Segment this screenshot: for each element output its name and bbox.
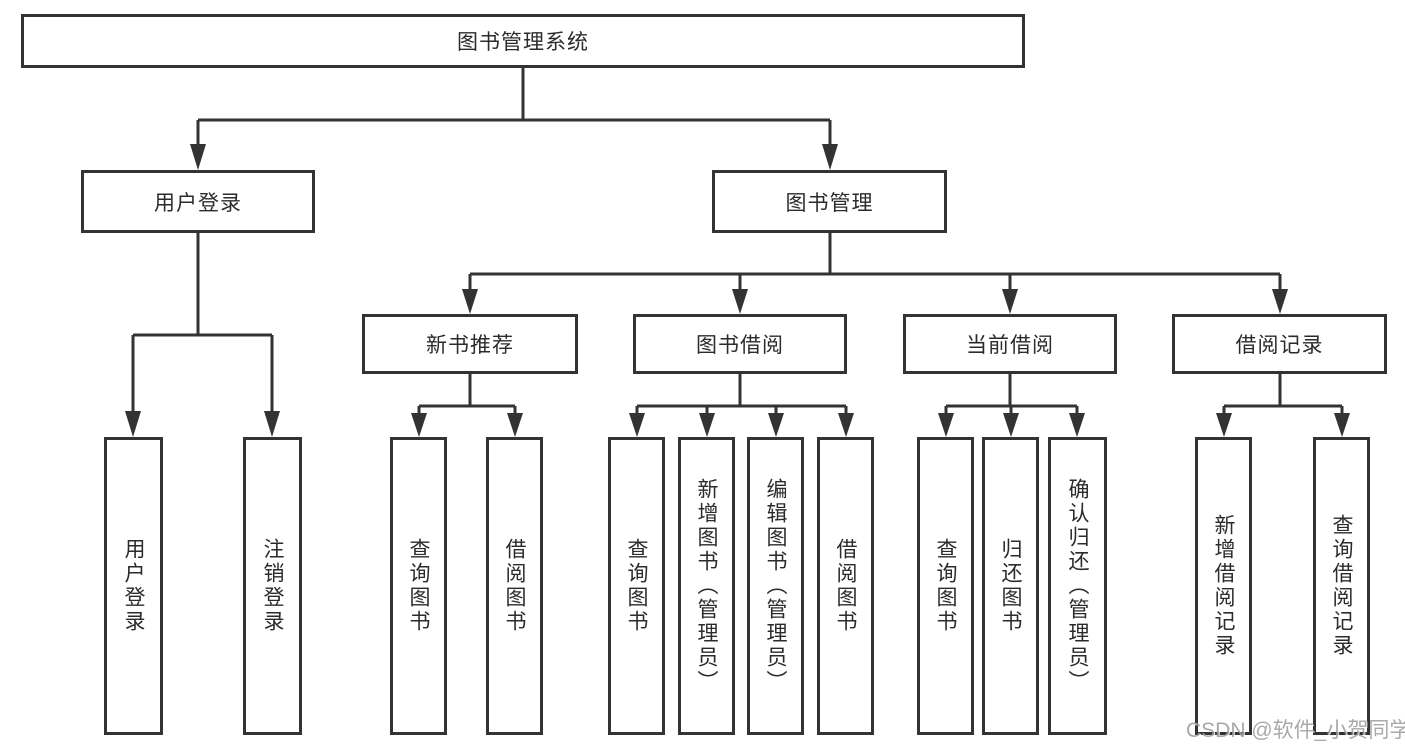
node-book-borrow: 图书借阅	[633, 314, 847, 374]
node-borrow-record: 借阅记录	[1172, 314, 1387, 374]
leaf-query-book-3: 查询图书	[917, 437, 974, 735]
leaf-edit-book-admin-label: 编辑图书（管理员）	[764, 478, 787, 694]
leaf-add-book-admin-label: 新增图书（管理员）	[695, 478, 718, 694]
leaf-query-borrow-record: 查询借阅记录	[1313, 437, 1370, 735]
leaf-query-borrow-record-label: 查询借阅记录	[1330, 514, 1353, 658]
leaf-borrow-book-2: 借阅图书	[817, 437, 874, 735]
leaf-query-book-2: 查询图书	[608, 437, 665, 735]
node-new-book-recommend-label: 新书推荐	[426, 334, 514, 357]
leaf-logout: 注销登录	[243, 437, 302, 735]
node-current-borrow-label: 当前借阅	[966, 334, 1054, 357]
node-new-book-recommend: 新书推荐	[362, 314, 578, 374]
leaf-query-book-2-label: 查询图书	[625, 538, 648, 634]
node-root-label: 图书管理系统	[457, 31, 589, 54]
leaf-query-book-1-label: 查询图书	[407, 538, 430, 634]
node-current-borrow: 当前借阅	[903, 314, 1117, 374]
leaf-query-book-1: 查询图书	[390, 437, 447, 735]
leaf-borrow-book-1: 借阅图书	[486, 437, 543, 735]
node-user-login-label: 用户登录	[154, 191, 242, 215]
leaf-confirm-return-admin-label: 确认归还（管理员）	[1066, 478, 1089, 694]
node-root-system: 图书管理系统	[21, 14, 1025, 68]
leaf-return-book-label: 归还图书	[999, 538, 1022, 634]
leaf-query-book-3-label: 查询图书	[934, 538, 957, 634]
leaf-return-book: 归还图书	[982, 437, 1039, 735]
csdn-watermark: CSDN @软件_小贺同学	[1186, 719, 1405, 742]
leaf-user-login-label: 用户登录	[122, 538, 145, 634]
leaf-add-borrow-record-label: 新增借阅记录	[1212, 514, 1235, 658]
leaf-add-borrow-record: 新增借阅记录	[1195, 437, 1252, 735]
leaf-borrow-book-1-label: 借阅图书	[503, 538, 526, 634]
node-book-borrow-label: 图书借阅	[696, 334, 784, 357]
leaf-user-login: 用户登录	[104, 437, 163, 735]
leaf-edit-book-admin: 编辑图书（管理员）	[747, 437, 804, 735]
node-book-management: 图书管理	[712, 170, 947, 233]
leaf-logout-label: 注销登录	[261, 538, 284, 634]
leaf-confirm-return-admin: 确认归还（管理员）	[1048, 437, 1107, 735]
leaf-borrow-book-2-label: 借阅图书	[834, 538, 857, 634]
arrowheads	[125, 144, 1350, 437]
node-book-management-label: 图书管理	[785, 191, 874, 215]
node-borrow-record-label: 借阅记录	[1235, 334, 1324, 357]
node-user-login: 用户登录	[81, 170, 315, 233]
leaf-add-book-admin: 新增图书（管理员）	[678, 437, 735, 735]
